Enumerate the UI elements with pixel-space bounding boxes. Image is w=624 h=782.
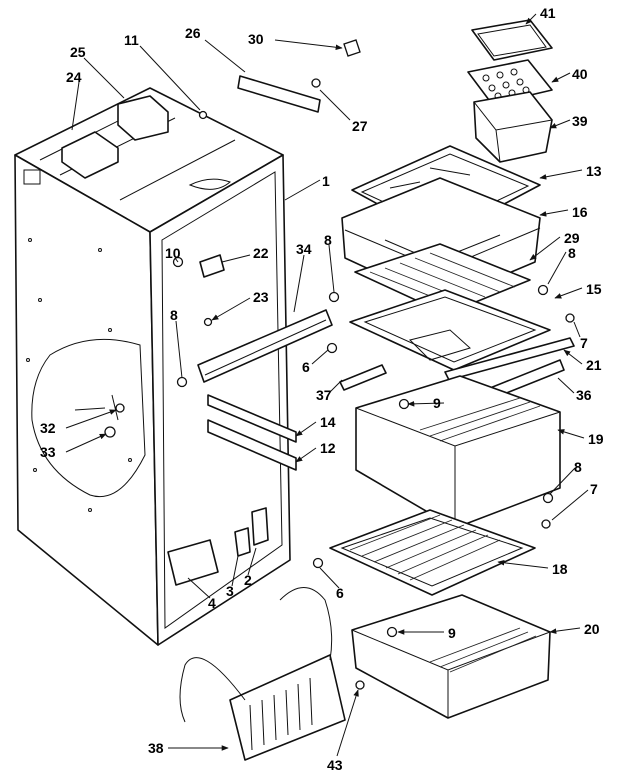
crisper-19 [355, 375, 561, 529]
screw-6-right [312, 557, 324, 569]
callout-8-center: 8 [324, 232, 332, 248]
callout-21: 21 [586, 357, 602, 373]
callout-7-upper: 7 [580, 335, 588, 351]
callout-8-upper-right: 8 [568, 245, 576, 261]
callout-14: 14 [320, 414, 336, 430]
callout-24: 24 [66, 69, 82, 85]
callout-1: 1 [322, 173, 330, 189]
callout-numbers: 41 40 39 13 16 29 8 15 7 21 36 19 8 7 18… [40, 5, 604, 773]
screw-9-mid [398, 398, 410, 410]
vegetable-bin-38 [229, 654, 346, 761]
callout-7-lower: 7 [590, 481, 598, 497]
screw-9-bottom [386, 626, 398, 638]
screw-6-left [326, 342, 338, 354]
callout-25: 25 [70, 44, 86, 60]
callout-34: 34 [296, 241, 312, 257]
rail-37 [339, 364, 387, 391]
control-bracket-25 [117, 95, 169, 141]
crisper-cover-18 [329, 509, 536, 596]
callout-2: 2 [244, 572, 252, 588]
callout-6-upper: 6 [302, 359, 310, 375]
control-housing-24 [61, 131, 119, 179]
callout-9-lower: 9 [448, 625, 456, 641]
crisper-pan-20 [351, 594, 551, 719]
callout-37: 37 [316, 387, 332, 403]
callout-15: 15 [586, 281, 602, 297]
rail-12 [207, 419, 297, 471]
callout-16: 16 [572, 204, 588, 220]
bracket-22 [199, 254, 225, 278]
screw-7-top [565, 313, 575, 323]
callout-23: 23 [253, 289, 269, 305]
callout-3: 3 [226, 583, 234, 599]
refrigerator-liner [14, 87, 291, 646]
callout-30: 30 [248, 31, 264, 47]
callout-12: 12 [320, 440, 336, 456]
rail-21 [444, 337, 575, 381]
screw-8-right-bottom [542, 492, 554, 504]
callout-8-lower-right: 8 [574, 459, 582, 475]
callout-39: 39 [572, 113, 588, 129]
callout-26: 26 [185, 25, 201, 41]
screw-8-right-top [537, 284, 549, 296]
clip-30 [343, 39, 361, 57]
screw-43 [355, 680, 365, 690]
screw-8-left [176, 376, 188, 388]
callout-6-lower: 6 [336, 585, 344, 601]
callout-29: 29 [564, 230, 580, 246]
screw-11 [198, 110, 208, 120]
screw-8-top [328, 291, 340, 303]
screw-27 [311, 78, 321, 88]
butter-cover-41 [471, 19, 553, 61]
callout-27: 27 [352, 118, 368, 134]
callout-36: 36 [576, 387, 592, 403]
callout-9-middle: 9 [433, 395, 441, 411]
leader-lines [65, 13, 589, 757]
callout-38: 38 [148, 740, 164, 756]
screw-23 [203, 317, 213, 327]
callout-18: 18 [552, 561, 568, 577]
callout-10: 10 [165, 245, 181, 261]
callout-20: 20 [584, 621, 600, 637]
callout-41: 41 [540, 5, 556, 21]
callout-11: 11 [124, 32, 139, 48]
callout-33: 33 [40, 444, 56, 460]
callout-4: 4 [208, 595, 216, 611]
screw-7-bottom [541, 519, 551, 529]
rail-34 [197, 309, 333, 383]
callout-8-left: 8 [170, 307, 178, 323]
callout-40: 40 [572, 66, 588, 82]
bulb-33 [104, 426, 116, 438]
rail-14 [207, 394, 297, 443]
callout-32: 32 [40, 420, 56, 436]
callout-43: 43 [327, 757, 343, 773]
callout-19: 19 [588, 431, 604, 447]
light-shield-26 [237, 75, 321, 113]
callout-13: 13 [586, 163, 602, 179]
screw-32 [115, 403, 125, 413]
callout-22: 22 [253, 245, 269, 261]
